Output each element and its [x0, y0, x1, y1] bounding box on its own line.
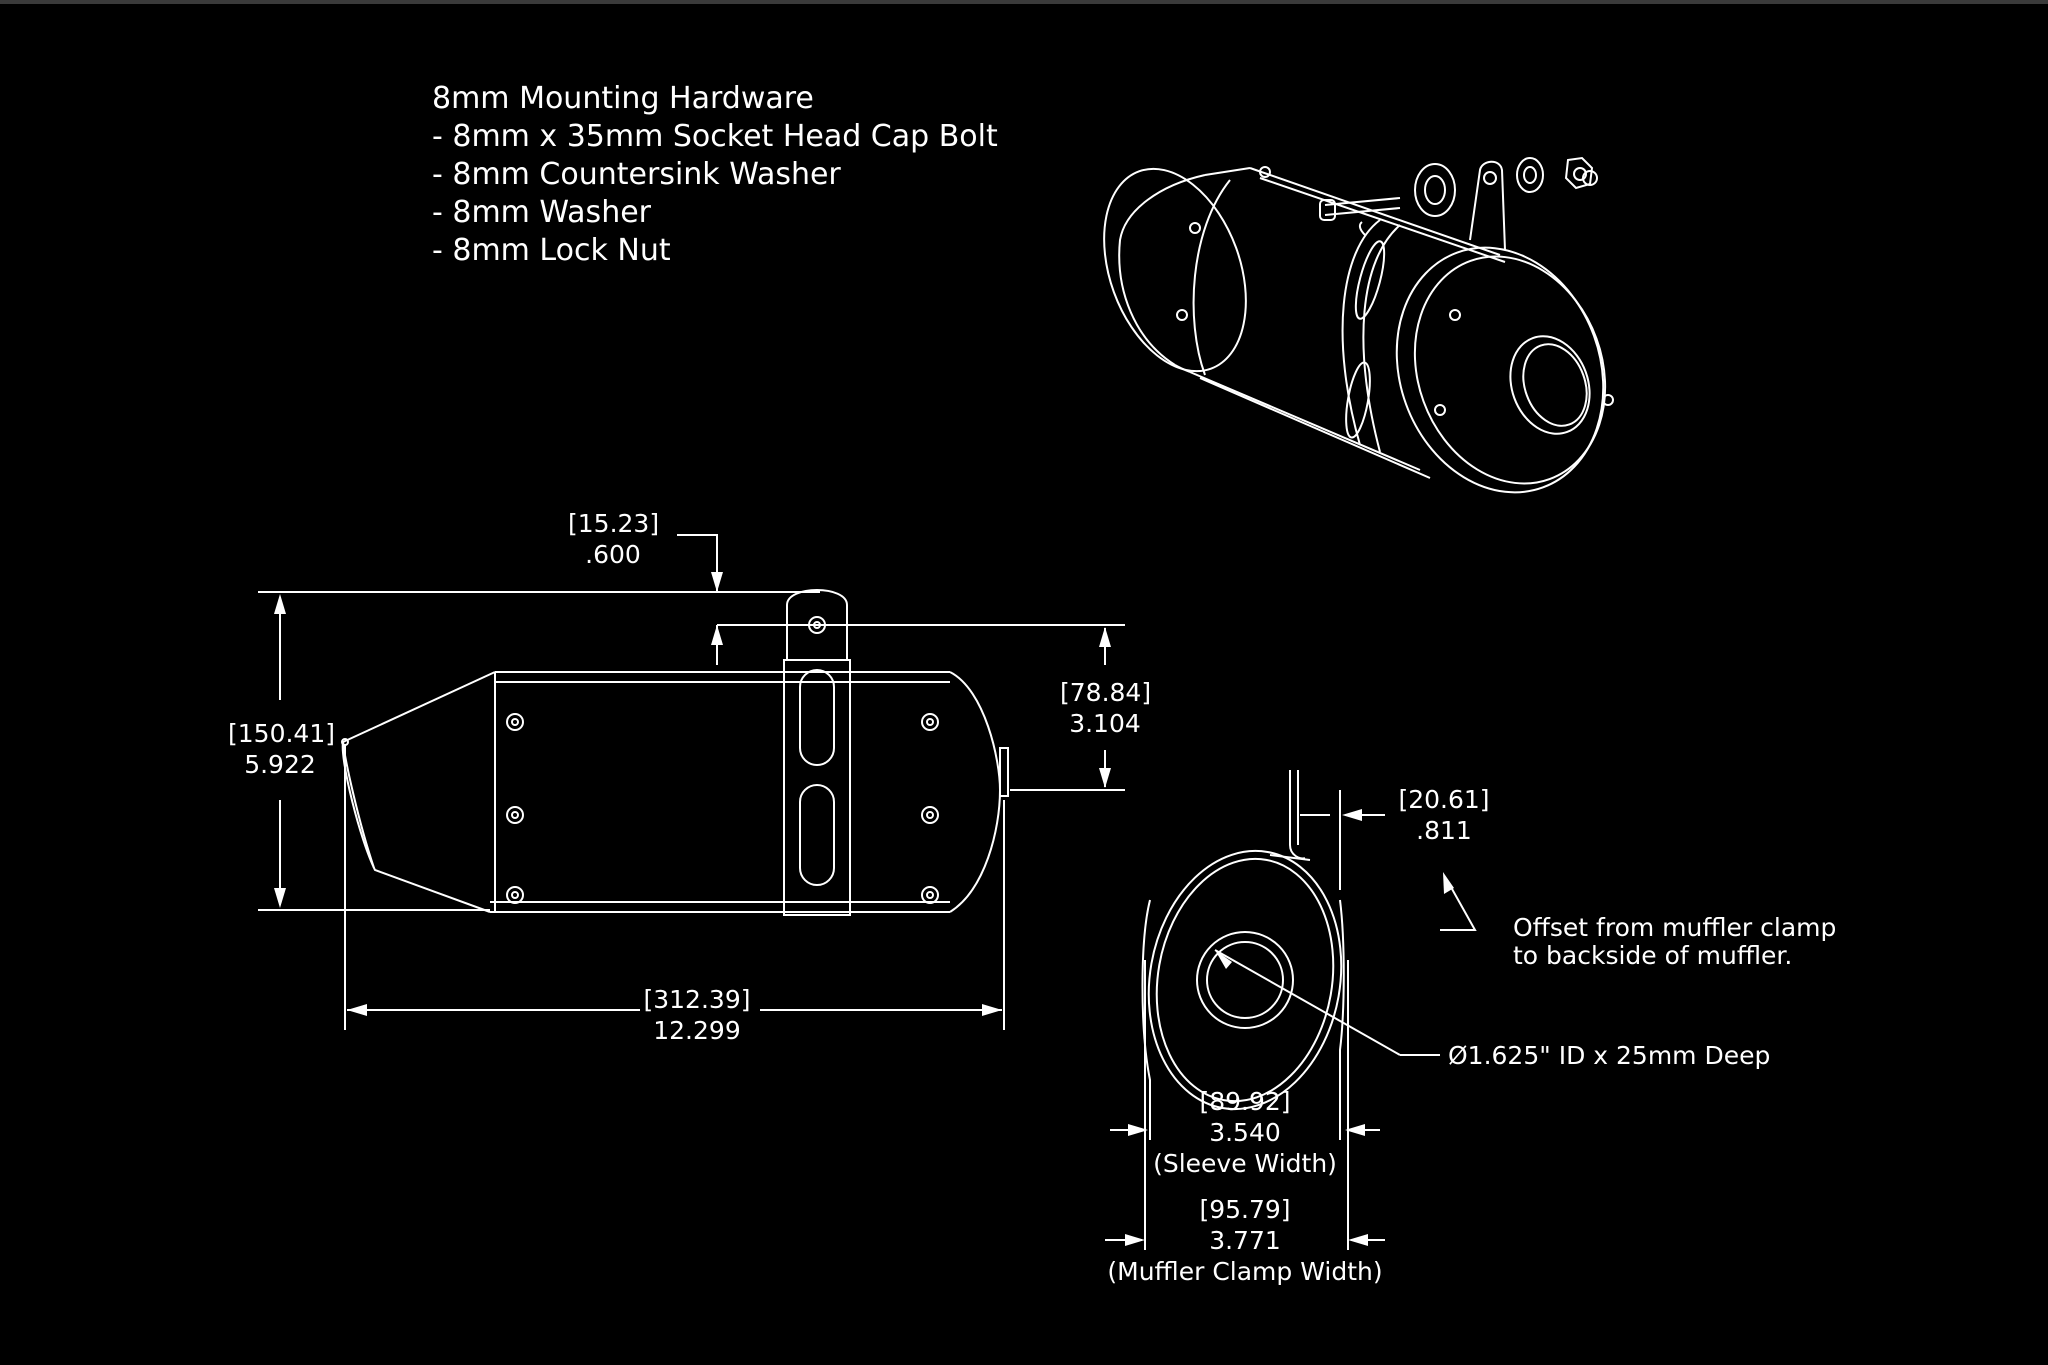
offset-note-line2: to backside of muffler.: [1513, 941, 1793, 970]
bore-note: Ø1.625" ID x 25mm Deep: [1448, 1042, 1770, 1070]
dim-bracket-offset: 15.23 .600: [568, 508, 658, 570]
hardware-item: - 8mm x 35mm Socket Head Cap Bolt: [432, 119, 998, 154]
hardware-list: 8mm Mounting Hardware - 8mm x 35mm Socke…: [432, 80, 998, 270]
dim-in: .811: [1416, 816, 1472, 845]
dim-in: 3.540: [1209, 1118, 1281, 1147]
dim-mm: 150.41: [228, 718, 332, 749]
dim-in: 3.104: [1069, 709, 1141, 738]
dim-in: 3.771: [1209, 1226, 1281, 1255]
dim-in: 12.299: [653, 1016, 741, 1045]
dim-overall-length: 312.39 12.299: [638, 984, 756, 1046]
hardware-item: - 8mm Lock Nut: [432, 233, 671, 268]
offset-note-line1: Offset from muffler clamp: [1513, 913, 1837, 942]
dim-in: .600: [585, 540, 641, 569]
dim-clamp-offset: 20.61 .811: [1398, 784, 1490, 846]
dim-overall-height: 150.41 5.922: [228, 718, 332, 780]
isometric-view: [1078, 149, 1637, 522]
dim-in: 5.922: [244, 750, 316, 779]
dim-mm: 95.79: [1095, 1194, 1395, 1225]
dim-mm: 20.61: [1398, 784, 1490, 815]
dim-mm: 78.84: [1060, 677, 1150, 708]
hardware-item: - 8mm Washer: [432, 195, 651, 230]
dim-sleeve-width: 89.92 3.540 (Sleeve Width): [1140, 1086, 1350, 1179]
hardware-item: - 8mm Countersink Washer: [432, 157, 841, 192]
dim-clamp-width: 95.79 3.771 (Muffler Clamp Width): [1095, 1194, 1395, 1287]
hardware-title: 8mm Mounting Hardware: [432, 81, 814, 116]
bore-note-text: Ø1.625" ID x 25mm Deep: [1448, 1041, 1771, 1070]
end-view: [1105, 770, 1475, 1250]
side-view: [258, 535, 1125, 1030]
dim-mount-height: 78.84 3.104: [1060, 677, 1150, 739]
offset-note: Offset from muffler clamp to backside of…: [1513, 914, 1836, 970]
dim-mm: 312.39: [638, 984, 756, 1015]
top-border: [0, 0, 2048, 4]
dim-mm: 15.23: [568, 508, 658, 539]
dim-mm: 89.92: [1140, 1086, 1350, 1117]
dim-label: (Muffler Clamp Width): [1107, 1257, 1383, 1286]
dim-label: (Sleeve Width): [1153, 1149, 1337, 1178]
